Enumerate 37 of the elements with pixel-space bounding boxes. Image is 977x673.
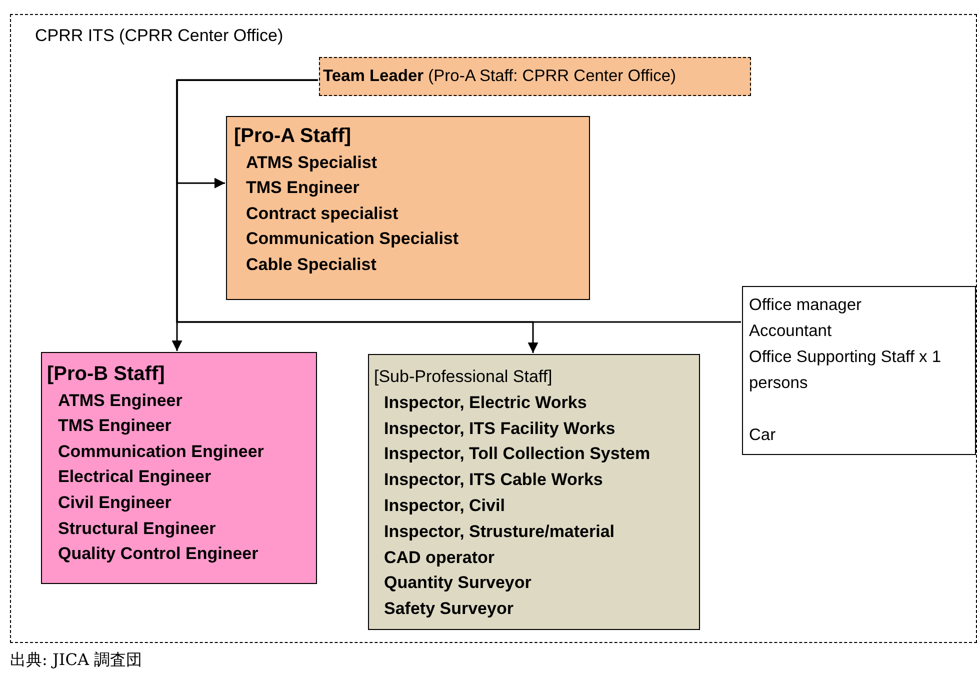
staff-role: Inspector, Civil <box>383 494 505 517</box>
staff-role: CAD operator <box>383 546 495 569</box>
staff-box <box>368 354 700 630</box>
office-boundary <box>10 14 977 643</box>
staff-role: Communication Engineer <box>57 440 264 463</box>
staff-role: Inspector, Electric Works <box>383 392 587 414</box>
staff-role: ATMS Specialist <box>245 152 377 174</box>
staff-role: Inspector, ITS Cable Works <box>383 469 603 492</box>
staff-role: Civil Engineer <box>57 492 172 514</box>
staff-role: Cable Specialist <box>245 254 376 276</box>
staff-role: TMS Engineer <box>245 177 360 199</box>
staff-box <box>226 116 590 300</box>
staff-role: Quantity Surveyor <box>383 572 532 594</box>
staff-role: Structural Engineer <box>57 518 216 540</box>
source-caption: 出典: JICA 調査団 <box>10 649 142 671</box>
staff-role: Safety Surveyor <box>383 598 514 620</box>
staff-role: Quality Control Engineer <box>57 543 258 566</box>
staff-role: Electrical Engineer <box>57 466 212 488</box>
office-title: CPRR ITS (CPRR Center Office) <box>35 25 284 47</box>
group-heading: [Pro-B Staff] <box>47 362 165 387</box>
staff-role: Accountant <box>749 321 832 342</box>
staff-box <box>319 57 751 96</box>
staff-box <box>742 286 976 455</box>
group-heading: [Sub-Professional Staff] <box>374 366 552 388</box>
staff-role: Inspector, Strusture/material <box>383 520 615 543</box>
staff-role: Contract specialist <box>245 202 398 224</box>
staff-role: Office Supporting Staff x 1 persons <box>749 347 942 394</box>
staff-role: Team Leader (Pro-A Staff: CPRR Center Office) <box>323 66 676 87</box>
staff-role: Car <box>749 425 776 446</box>
staff-role: Inspector, Toll Collection System <box>383 443 650 466</box>
staff-role: ATMS Engineer <box>57 390 182 412</box>
staff-role: Office manager <box>749 295 862 316</box>
staff-role: Communication Specialist <box>245 228 459 250</box>
staff-box <box>41 352 317 584</box>
group-heading: [Pro-A Staff] <box>234 124 352 149</box>
staff-role: Inspector, ITS Facility Works <box>383 418 616 440</box>
staff-role: TMS Engineer <box>57 415 172 438</box>
